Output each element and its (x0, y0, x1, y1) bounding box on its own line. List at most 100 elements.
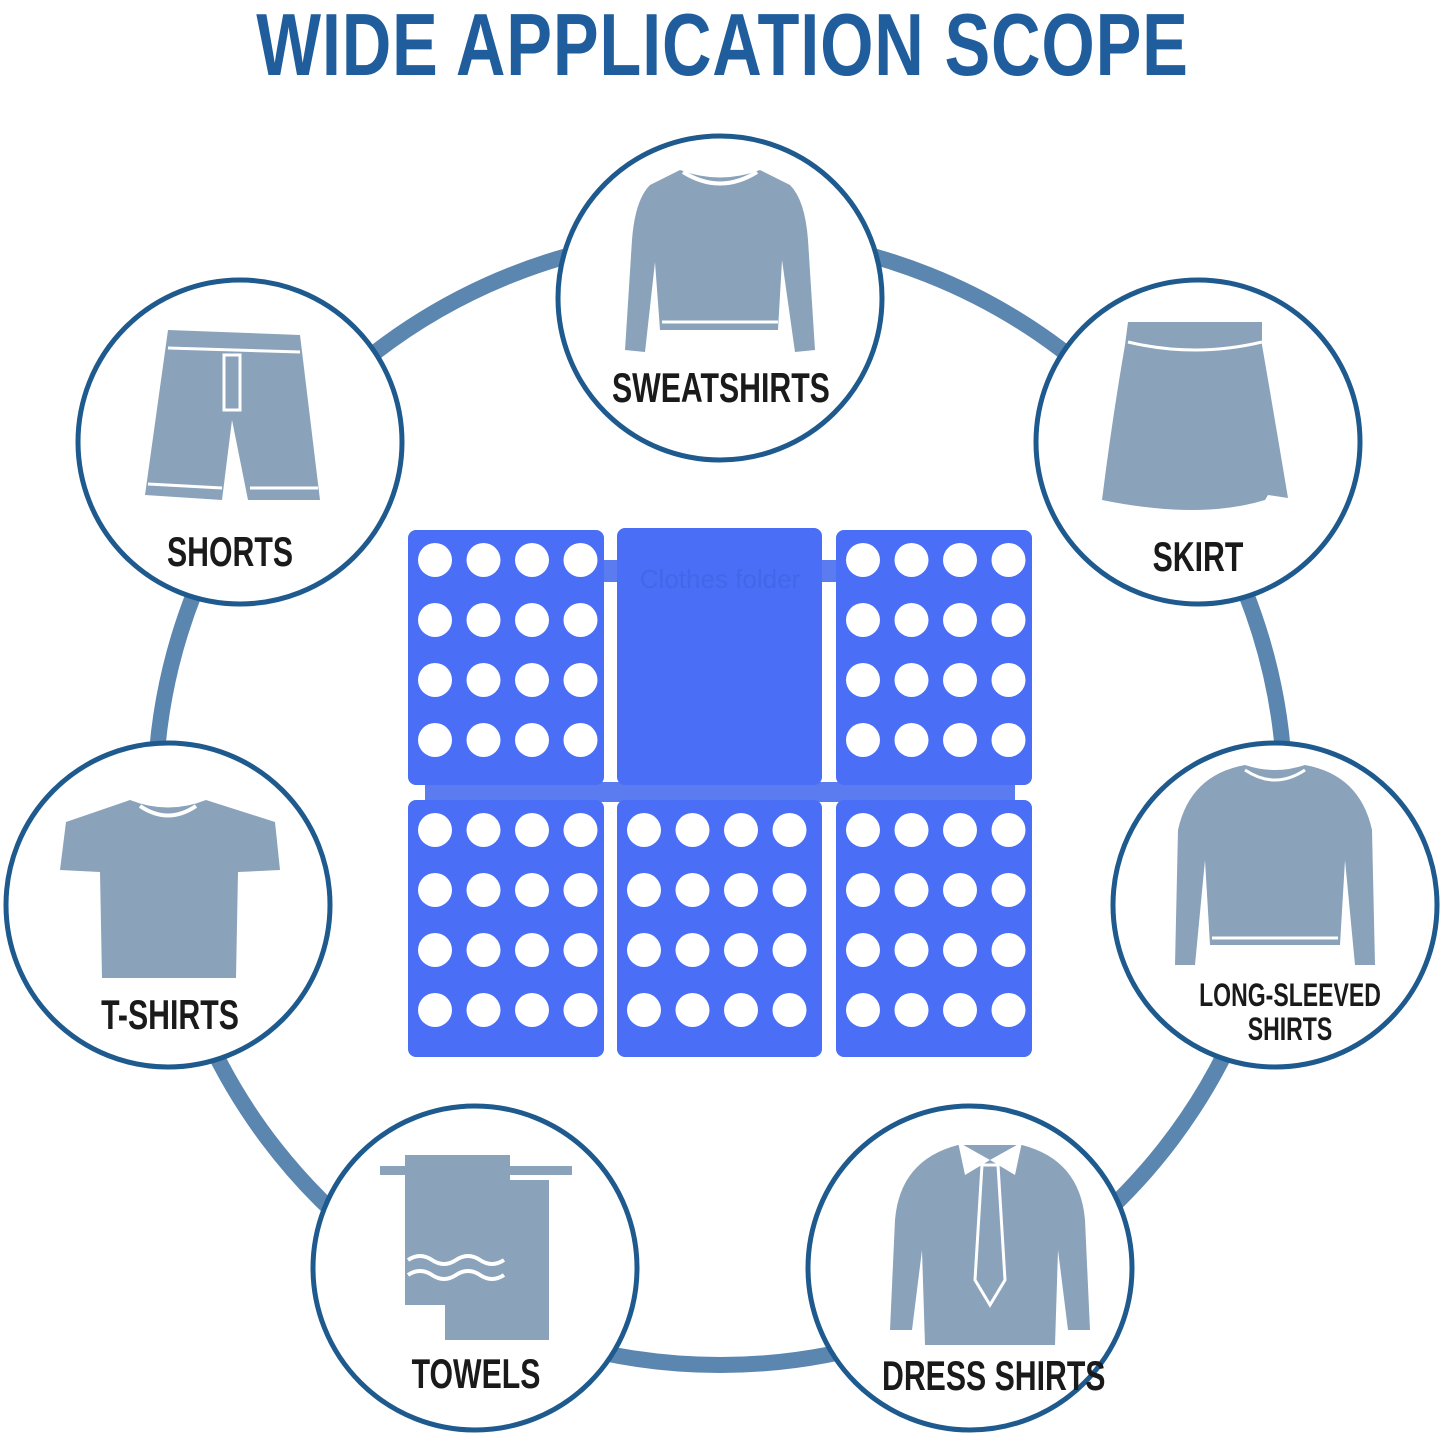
board-hole (675, 993, 710, 1027)
label-skirt: SKIRT (1152, 533, 1244, 580)
long-sleeve-shirt-icon (1175, 765, 1375, 965)
board-hole (466, 663, 501, 697)
page-title: WIDE APPLICATION SCOPE (256, 0, 1189, 94)
board-hole (515, 723, 549, 757)
board-hole (466, 813, 501, 847)
board-hole (515, 663, 549, 697)
board-hole (563, 723, 598, 757)
board-hole (515, 873, 549, 907)
board-hole (724, 993, 758, 1027)
board-hole (772, 873, 807, 907)
board-hole (515, 933, 549, 967)
board-hole (675, 873, 710, 907)
board-hole (894, 603, 929, 637)
label-shorts: SHORTS (166, 528, 293, 575)
sweatshirt-icon (625, 170, 815, 352)
board-panel (617, 528, 822, 785)
board-hole (466, 993, 501, 1027)
board-hole (466, 933, 501, 967)
board-hole (563, 603, 598, 637)
board-hole (515, 543, 549, 577)
board-hole (991, 723, 1026, 757)
board-hole (894, 543, 929, 577)
board-hole (894, 933, 929, 967)
board-hole (563, 933, 598, 967)
board-hole (991, 993, 1026, 1027)
board-hole (943, 723, 977, 757)
board-hole (563, 813, 598, 847)
board-hole (991, 933, 1026, 967)
board-hole (991, 603, 1026, 637)
tshirt-icon (60, 800, 280, 978)
dress-shirt-icon (890, 1142, 1090, 1345)
clothes-folding-board: Clothes folder (408, 528, 1032, 1057)
board-hole (894, 663, 929, 697)
board-panel (836, 530, 1032, 785)
board-hole (466, 603, 501, 637)
board-hole (943, 933, 977, 967)
board-hole (943, 603, 977, 637)
board-hole (991, 663, 1026, 697)
board-hole (418, 993, 452, 1027)
board-hole (627, 873, 661, 907)
towel-icon (380, 1155, 572, 1340)
skirt-icon (1102, 322, 1288, 510)
label-dress-shirts: DRESS SHIRTS (882, 1352, 1106, 1399)
board-hole (846, 603, 880, 637)
board-hole (846, 993, 880, 1027)
item-sweatshirts (555, 133, 885, 463)
board-hole (846, 723, 880, 757)
item-towels (310, 1103, 640, 1433)
board-hole (724, 873, 758, 907)
board-hole (943, 873, 977, 907)
board-hole (943, 993, 977, 1027)
board-hole (846, 933, 880, 967)
board-hole (418, 813, 452, 847)
board-hole (846, 663, 880, 697)
board-hole (894, 723, 929, 757)
board-hole (563, 663, 598, 697)
board-hole (724, 933, 758, 967)
board-hole (563, 543, 598, 577)
board-hole (894, 993, 929, 1027)
board-hole (675, 933, 710, 967)
item-long-sleeved-shirts (1110, 740, 1440, 1070)
board-panel (408, 530, 604, 785)
board-hole (943, 543, 977, 577)
board-hole (846, 873, 880, 907)
board-hole (894, 813, 929, 847)
board-hole (418, 873, 452, 907)
item-skirt (1033, 277, 1363, 607)
board-hole (627, 993, 661, 1027)
board-hole (627, 933, 661, 967)
item-dress-shirts (805, 1103, 1135, 1433)
board-panel (836, 800, 1032, 1057)
board-hole (515, 603, 549, 637)
board-panel (408, 800, 604, 1057)
board-hole (515, 813, 549, 847)
board-hole (772, 933, 807, 967)
board-hole (418, 933, 452, 967)
board-hole (418, 543, 452, 577)
board-hole (846, 813, 880, 847)
board-logo: Clothes folder (640, 564, 801, 594)
board-hole (894, 873, 929, 907)
board-hole (846, 543, 880, 577)
label-long-sleeved: LONG-SLEEVED (1199, 977, 1381, 1013)
board-hole (724, 813, 758, 847)
board-hole (991, 873, 1026, 907)
label-tshirts: T-SHIRTS (101, 991, 239, 1038)
board-hole (563, 993, 598, 1027)
board-hole (466, 543, 501, 577)
board-hole (991, 543, 1026, 577)
board-hole (772, 813, 807, 847)
board-hole (466, 723, 501, 757)
label-long-sleeved-shirts: SHIRTS (1247, 1011, 1333, 1047)
board-hole (418, 603, 452, 637)
board-panel (617, 800, 822, 1057)
board-hole (772, 993, 807, 1027)
item-shorts (75, 277, 405, 607)
label-sweatshirts: SWEATSHIRTS (612, 364, 830, 411)
board-hole (943, 813, 977, 847)
